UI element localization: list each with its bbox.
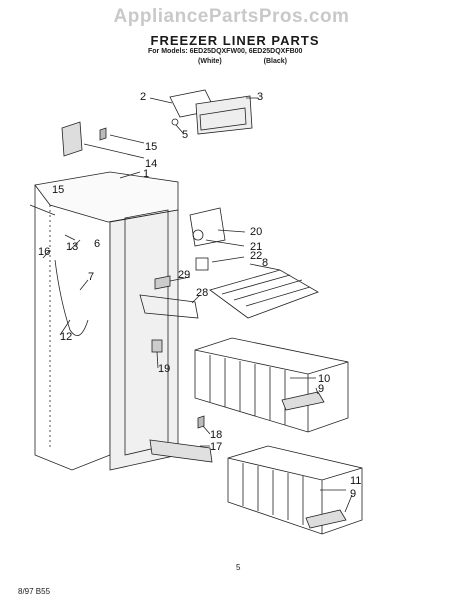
callout-number: 3: [257, 91, 263, 103]
callout-number: 14: [145, 158, 157, 170]
wire-harness: [54, 259, 89, 337]
site-watermark: AppliancePartsPros.com: [113, 6, 350, 27]
part-10-edges: [194, 349, 349, 432]
callout-number: 7: [88, 271, 94, 283]
liner-side-wall: [34, 185, 111, 471]
callout-number: 8: [262, 257, 268, 269]
variant-white: (White): [198, 58, 222, 65]
callout-number: 1: [143, 168, 149, 180]
part-19-clip: [151, 339, 163, 353]
callout-number: 11: [350, 475, 361, 487]
callout-number: 22: [250, 250, 262, 262]
callout-number: 12: [60, 331, 72, 343]
part-10-wires: [209, 355, 286, 425]
part-29-stop: [154, 275, 171, 290]
model-numbers: For Models: 6ED25DQXFW00, 6ED25DQXFB00: [148, 48, 303, 55]
part-11-lower-basket: [227, 445, 363, 535]
callout-number: 9: [318, 383, 324, 395]
model-variants: (White) (Black): [198, 58, 287, 65]
callout-number: 16: [38, 246, 50, 258]
part-21-knob: [192, 229, 204, 241]
callout-number: 13: [66, 241, 78, 253]
variant-black: (Black): [263, 58, 288, 65]
part-5-screw: [171, 118, 179, 126]
part-17-trim: [149, 439, 213, 463]
part-15-screw: [99, 127, 107, 141]
part-28-rail: [139, 294, 199, 319]
part-11-edges: [227, 457, 363, 534]
callout-number: 29: [178, 269, 190, 281]
callout-number: 17: [210, 441, 222, 453]
callout-number: 21: [250, 241, 262, 253]
part-22-clip: [195, 257, 209, 271]
callout-number: 19: [158, 363, 170, 375]
page-title: FREEZER LINER PARTS: [150, 33, 320, 48]
part-8-wire-shelf: [209, 269, 319, 319]
part-9-lower-trim: [305, 509, 347, 529]
part-14-rail: [61, 121, 83, 157]
callout-number: 2: [140, 91, 146, 103]
part-3-inner: [199, 107, 247, 131]
callout-number: 9: [350, 488, 356, 500]
callout-number: 28: [196, 287, 208, 299]
callout-number: 10: [318, 373, 330, 385]
callout-number: 6: [94, 238, 100, 250]
callout-number: 15: [52, 184, 64, 196]
part-8-wires: [221, 274, 311, 307]
part-18-screw: [197, 415, 205, 429]
page-number: 5: [236, 563, 241, 572]
callout-number: 20: [250, 226, 262, 238]
date-code: 8/97 B55: [18, 587, 51, 596]
part-3-cover: [195, 95, 253, 135]
part-9-front-trim: [281, 391, 325, 411]
callout-number: 5: [182, 129, 188, 141]
part-10-upper-basket: [194, 337, 349, 433]
callout-number: 18: [210, 429, 222, 441]
part-11-wires: [242, 463, 304, 525]
callout-number: 15: [145, 141, 157, 153]
